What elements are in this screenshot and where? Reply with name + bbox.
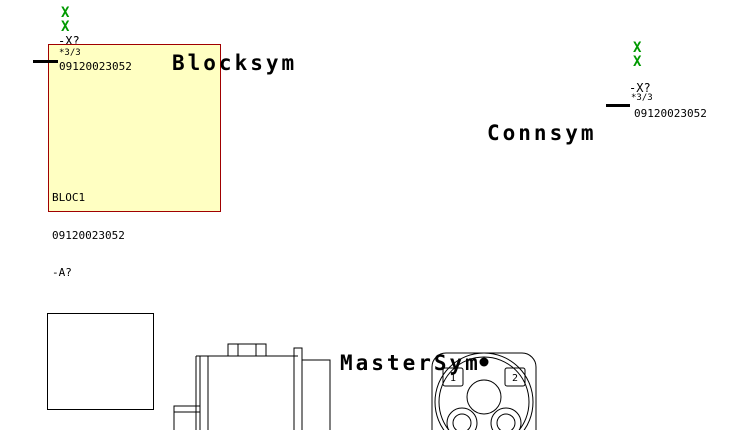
contact-left — [446, 407, 478, 430]
graphic-face-view[interactable]: 1 2 — [430, 313, 538, 430]
block-text-line: BLOC1 — [52, 191, 86, 204]
pin-1-label: 1 — [450, 373, 456, 384]
article-number: 09120023052 — [59, 60, 132, 73]
mastersym-symbol[interactable]: 1 2 MasterSym — [47, 302, 547, 430]
device-tag: -X? — [629, 81, 651, 95]
block-body[interactable] — [48, 44, 221, 212]
block-text-line: -A? — [52, 266, 72, 279]
side-view-top-tab — [227, 343, 267, 357]
connection-pin-line — [33, 60, 58, 63]
graphic-side-view[interactable] — [168, 302, 336, 430]
pin-2-box — [504, 367, 526, 387]
center-contact — [466, 379, 502, 415]
pin-2-label: 2 — [512, 373, 518, 384]
pin-designation: *3/3 — [631, 93, 653, 103]
connection-pin-line — [606, 104, 630, 107]
connection-x-mark: X — [61, 19, 70, 35]
connection-x-mark: X — [633, 54, 642, 70]
graphic-square-view[interactable] — [47, 313, 154, 410]
mastersym-label: MasterSym — [340, 351, 481, 375]
side-view-rear-body — [301, 359, 331, 430]
block-function-text: BLOC1 09120023052 -A? — [52, 167, 125, 305]
pin-1-box — [442, 367, 464, 387]
connection-x-mark: X — [633, 40, 642, 56]
connsym-symbol[interactable]: X X -X? *3/3 09120023052 Connsym — [487, 40, 747, 144]
pin-designation: *3/3 — [59, 48, 81, 58]
contact-right — [490, 407, 522, 430]
blocksym-symbol[interactable]: X X -X? *3/3 09120023052 BLOC1 091200230… — [33, 5, 313, 279]
article-number: 09120023052 — [634, 107, 707, 120]
connection-x-mark: X — [61, 5, 70, 21]
block-text-line: 09120023052 — [52, 228, 125, 242]
connsym-label: Connsym — [487, 121, 597, 145]
side-view-flange — [293, 347, 303, 430]
side-view-body — [199, 355, 295, 430]
coding-dot — [479, 357, 489, 367]
blocksym-label: Blocksym — [172, 51, 298, 75]
